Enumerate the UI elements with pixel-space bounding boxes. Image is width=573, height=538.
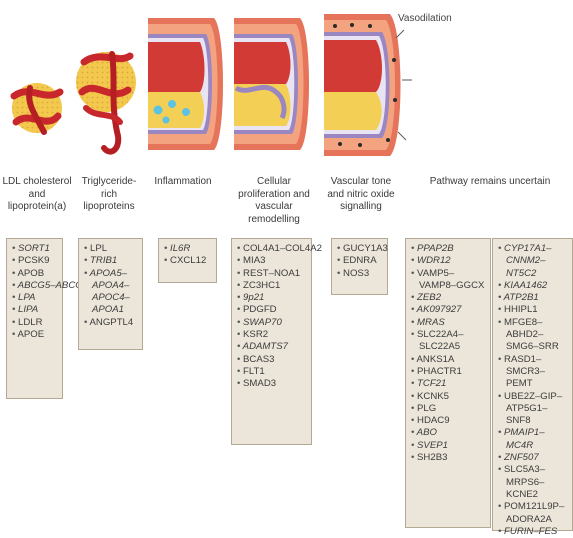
gene-item: POM121L9P–ADORA2A bbox=[498, 501, 569, 526]
gene-item: LPA bbox=[12, 292, 59, 304]
gene-item: ABCG5–ABCG8 bbox=[12, 280, 59, 292]
category-uncertain: Pathway remains uncertain bbox=[410, 176, 570, 189]
gene-item: HHIPL1 bbox=[498, 304, 569, 316]
gene-box-uncertain-col1: PPAP2BWDR12VAMP5–VAMP8–GGCXZEB2AK097927M… bbox=[405, 238, 491, 528]
gene-item: EDNRA bbox=[337, 255, 384, 267]
gene-item: LPL bbox=[84, 243, 139, 255]
gene-item: LIPA bbox=[12, 304, 59, 316]
gene-item: PPAP2B bbox=[411, 243, 487, 255]
gene-item: TCF21 bbox=[411, 378, 487, 390]
gene-item: SLC22A4–SLC22A5 bbox=[411, 329, 487, 354]
gene-item: 9p21 bbox=[237, 292, 308, 304]
gene-item: KSR2 bbox=[237, 329, 308, 341]
gene-item: MIA3 bbox=[237, 255, 308, 267]
gene-item: ABO bbox=[411, 427, 487, 439]
vasodilation-label: Vasodilation bbox=[398, 13, 452, 24]
vessel-tone-icon bbox=[324, 14, 412, 156]
gene-item: APOB bbox=[12, 268, 59, 280]
gene-item: IL6R bbox=[164, 243, 213, 255]
gene-item: ZNF507 bbox=[498, 452, 569, 464]
ldl-particle-icon bbox=[12, 83, 62, 133]
gene-item: PHACTR1 bbox=[411, 366, 487, 378]
gene-item: ANGPTL4 bbox=[84, 317, 139, 329]
category-ldl: LDL cholesterol and lipoprotein(a) bbox=[0, 176, 74, 214]
gene-item: PCSK9 bbox=[12, 255, 59, 267]
pathway-illustrations bbox=[0, 0, 573, 160]
gene-item: CYP17A1–CNNM2–NT5C2 bbox=[498, 243, 569, 280]
gene-item: WDR12 bbox=[411, 255, 487, 267]
vessel-proliferation-icon bbox=[234, 18, 309, 150]
gene-box-inflammation: IL6RCXCL12 bbox=[158, 238, 217, 283]
gene-item: HDAC9 bbox=[411, 415, 487, 427]
gene-box-uncertain-col2: CYP17A1–CNNM2–NT5C2KIAA1462ATP2B1HHIPL1M… bbox=[492, 238, 573, 531]
category-proliferation: Cellular proliferation and vascular remo… bbox=[230, 176, 318, 226]
gene-item: CXCL12 bbox=[164, 255, 213, 267]
gene-item: MFGE8–ABHD2–SMG6–SRR bbox=[498, 317, 569, 354]
gene-box-ldl: SORT1PCSK9APOBABCG5–ABCG8LPALIPALDLRAPOE bbox=[6, 238, 63, 399]
gene-item: SWAP70 bbox=[237, 317, 308, 329]
gene-item: SORT1 bbox=[12, 243, 59, 255]
gene-item: SVEP1 bbox=[411, 440, 487, 452]
gene-item: REST–NOA1 bbox=[237, 268, 308, 280]
gene-item: SH2B3 bbox=[411, 452, 487, 464]
gene-item: TRIB1 bbox=[84, 255, 139, 267]
gene-item: MRAS bbox=[411, 317, 487, 329]
gene-item: BCAS3 bbox=[237, 354, 308, 366]
gene-item: APOA5–APOA4–APOC4–APOA1 bbox=[84, 268, 139, 317]
gene-item: GUCY1A3 bbox=[337, 243, 384, 255]
gene-item: ZEB2 bbox=[411, 292, 487, 304]
gene-item: VAMP5–VAMP8–GGCX bbox=[411, 268, 487, 293]
gene-box-proliferation: COL4A1–COL4A2MIA3REST–NOA1ZC3HC19p21PDGF… bbox=[231, 238, 312, 445]
gene-item: PMAIP1–MC4R bbox=[498, 427, 569, 452]
gene-item: SMAD3 bbox=[237, 378, 308, 390]
gene-item: RASD1–SMCR3–PEMT bbox=[498, 354, 569, 391]
gene-item: LDLR bbox=[12, 317, 59, 329]
vessel-inflammation-icon bbox=[148, 18, 223, 150]
gene-box-triglyceride: LPLTRIB1APOA5–APOA4–APOC4–APOA1ANGPTL4 bbox=[78, 238, 143, 350]
gene-item: SLC5A3–MRPS6–KCNE2 bbox=[498, 464, 569, 501]
gene-box-vascular-tone: GUCY1A3EDNRANOS3 bbox=[331, 238, 388, 295]
gene-item: PLG bbox=[411, 403, 487, 415]
gene-item: ADAMTS7 bbox=[237, 341, 308, 353]
trl-particle-icon bbox=[76, 52, 136, 152]
gene-item: FURIN–FES bbox=[498, 526, 569, 538]
gene-item: ANKS1A bbox=[411, 354, 487, 366]
gene-item: COL4A1–COL4A2 bbox=[237, 243, 308, 255]
category-vascular-tone: Vascular tone and nitric oxide signallin… bbox=[326, 176, 396, 214]
gene-item: KIAA1462 bbox=[498, 280, 569, 292]
gene-item: AK097927 bbox=[411, 304, 487, 316]
gene-item: UBE2Z–GIP–ATP5G1–SNF8 bbox=[498, 391, 569, 428]
gene-item: KCNK5 bbox=[411, 391, 487, 403]
category-inflammation: Inflammation bbox=[148, 176, 218, 189]
gene-item: NOS3 bbox=[337, 268, 384, 280]
category-triglyceride: Triglyceride-rich lipoproteins bbox=[76, 176, 142, 214]
gene-item: ZC3HC1 bbox=[237, 280, 308, 292]
gene-item: APOE bbox=[12, 329, 59, 341]
gene-item: ATP2B1 bbox=[498, 292, 569, 304]
gene-item: FLT1 bbox=[237, 366, 308, 378]
gene-item: PDGFD bbox=[237, 304, 308, 316]
